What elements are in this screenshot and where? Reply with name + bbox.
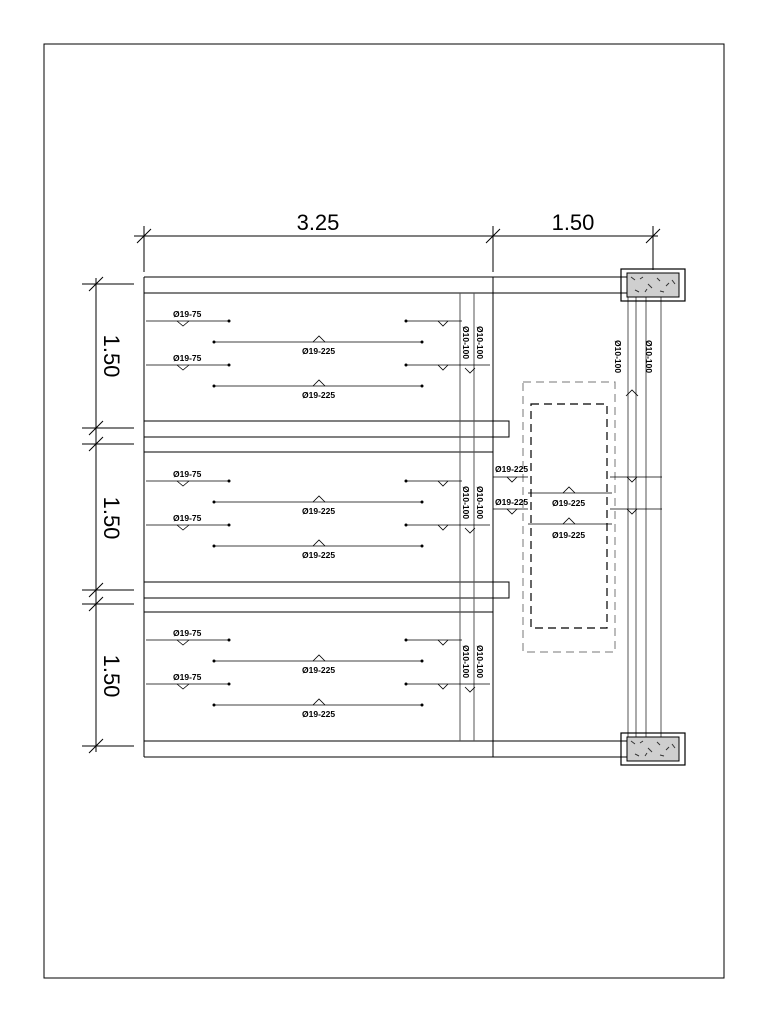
bar-label: Ø19-75 — [173, 353, 202, 363]
bar-label: Ø19-225 — [302, 665, 335, 675]
right-strip-bars: Ø10-100 Ø10-100 — [613, 340, 654, 397]
bar-label: Ø19-225 — [552, 498, 585, 508]
bar-label: Ø19-75 — [173, 628, 202, 638]
bar-label: Ø19-225 — [495, 497, 528, 507]
column-bottom — [620, 732, 686, 766]
bar-label: Ø19-225 — [495, 464, 528, 474]
bar-label: Ø10-100 — [461, 645, 471, 678]
bar-label: Ø19-225 — [302, 506, 335, 516]
dim-left-1: 1.50 — [99, 335, 124, 378]
bar-label: Ø19-75 — [173, 513, 202, 523]
bar-label: Ø19-225 — [302, 709, 335, 719]
beam-2 — [143, 581, 510, 599]
dim-top-left: 3.25 — [297, 210, 340, 235]
bar-label: Ø19-75 — [173, 469, 202, 479]
bar-label: Ø10-100 — [461, 326, 471, 359]
bar-label: Ø10-100 — [461, 486, 471, 519]
bar-label: Ø10-100 — [613, 340, 623, 373]
bar-label: Ø19-225 — [302, 550, 335, 560]
panel-3-bars: Ø19-75 Ø19-225 Ø19-75 Ø19-225 Ø10-100 Ø1… — [146, 628, 490, 719]
dashed-outline — [522, 381, 616, 653]
bar-label: Ø19-75 — [173, 309, 202, 319]
sheet-border — [43, 43, 725, 979]
bar-label: Ø10-100 — [475, 645, 485, 678]
dim-left-3: 1.50 — [99, 655, 124, 698]
dim-left-2: 1.50 — [99, 497, 124, 540]
bar-label: Ø19-225 — [302, 346, 335, 356]
column-top — [620, 268, 686, 302]
panel-1-bars: Ø19-75 Ø19-225 Ø19-75 Ø19-225 Ø10-100 Ø1… — [146, 309, 490, 400]
bar-label: Ø10-100 — [475, 326, 485, 359]
dim-top-right: 1.50 — [552, 210, 595, 235]
bar-label: Ø10-100 — [475, 486, 485, 519]
left-dimension: 1.50 1.50 1.50 — [82, 276, 134, 754]
beam-1 — [143, 420, 510, 438]
bar-label: Ø10-100 — [644, 340, 654, 373]
bar-label: Ø19-225 — [552, 530, 585, 540]
top-dimension: 3.25 1.50 — [134, 210, 661, 272]
panel-2-bars: Ø19-75 Ø19-225 Ø19-75 Ø19-225 Ø10-100 Ø1… — [146, 464, 662, 560]
bar-label: Ø19-225 — [302, 390, 335, 400]
structure-outline — [143, 276, 662, 758]
bar-label: Ø19-75 — [173, 672, 202, 682]
